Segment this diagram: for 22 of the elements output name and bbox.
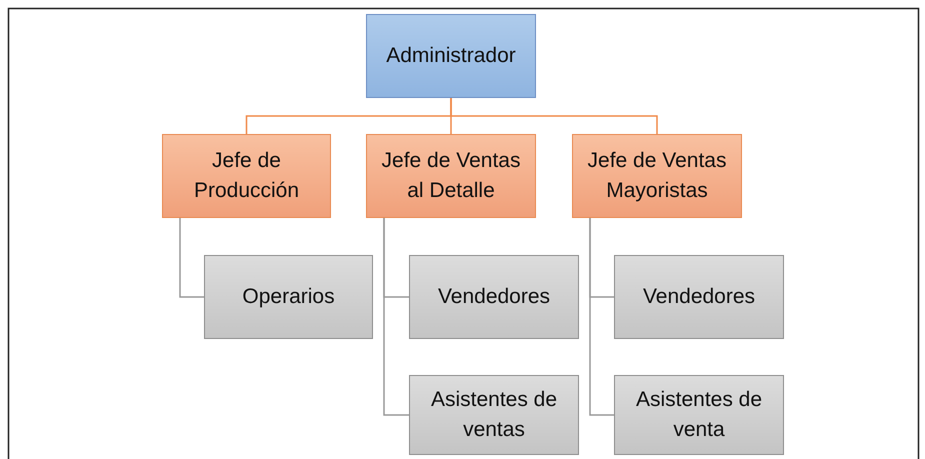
role-title: Vendedores: [642, 284, 756, 310]
manager-box: [366, 14, 536, 98]
role-title: Jefe de Ventas al Detalle: [380, 148, 522, 204]
role-title: Asistentes de venta: [634, 387, 764, 443]
staff-box: [409, 375, 579, 455]
supervisor-box: [572, 134, 742, 218]
connector-line: [179, 218, 204, 298]
staff-box: [409, 255, 579, 339]
connector-line: [383, 218, 409, 416]
role-title: Administrador: [385, 43, 517, 69]
staff-box: [614, 375, 784, 455]
supervisor-box: [162, 134, 331, 218]
role-title: Asistentes de ventas: [430, 387, 558, 443]
connector-line: [450, 98, 658, 134]
role-title: Jefe de Producción: [192, 148, 300, 204]
staff-box: [204, 255, 373, 339]
role-title: Jefe de Ventas Mayoristas: [586, 148, 728, 204]
role-title: Vendedores: [436, 284, 552, 310]
supervisor-box: [366, 134, 536, 218]
staff-box: [614, 255, 784, 339]
connector-line: [589, 218, 614, 416]
role-title: Operarios: [241, 284, 336, 310]
